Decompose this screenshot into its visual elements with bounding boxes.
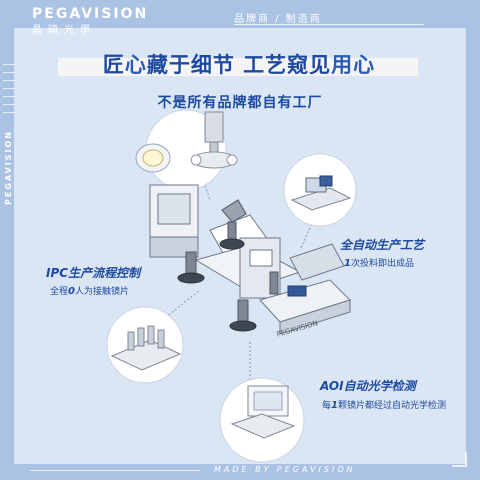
brand-name-en: PEGAVISION (32, 6, 149, 22)
hatch-line (3, 72, 15, 77)
headline-part3: 藏于细节 工艺窥见 (146, 53, 332, 77)
feature-desc-prefix: 全程 (50, 287, 69, 297)
headline: 匠心藏于细节 工艺窥见用心 (58, 49, 420, 81)
subheadline: 不是所有品牌都自有工厂 (157, 95, 323, 111)
brand-logo: PEGAVISION 晶碩光學 (32, 6, 148, 36)
footer-divider (30, 470, 200, 471)
headline-part4: 用心 (331, 53, 376, 77)
hatch-line (3, 96, 15, 101)
footer-text: MADE BY PEGAVISION (214, 465, 356, 474)
feature-title-ipc: IPC生产流程控制 (46, 266, 141, 280)
feature-desc-aoi: 每1颗镜片都经过自动光学检测 (322, 398, 446, 411)
hatch-line (3, 104, 15, 109)
hatch-line (3, 80, 15, 85)
headline-part1: 匠 (102, 53, 125, 77)
hatch-line (3, 64, 15, 69)
feature-desc-text: 次投料即出成品 (350, 259, 414, 269)
corner-mark (452, 452, 467, 467)
headline-highlight (58, 58, 418, 76)
hatch-line (3, 112, 15, 117)
slogan-divider (234, 24, 424, 25)
feature-title-aoi: AOI自动光学检测 (320, 379, 416, 393)
hatch-line (3, 88, 15, 93)
feature-title-automation: 全自动生产工艺 (340, 238, 425, 252)
feature-desc-ipc: 全程0人为接触镜片 (50, 284, 129, 297)
feature-desc-prefix: 每 (322, 401, 332, 411)
headline-part2: 心 (124, 53, 147, 77)
brand-name-cn: 晶碩光學 (32, 25, 96, 36)
feature-desc-automation: 1次投料即出成品 (344, 256, 414, 269)
feature-desc-number: 1 (331, 400, 338, 411)
feature-desc-number: 1 (344, 258, 351, 269)
feature-desc-number: 0 (68, 286, 75, 297)
feature-desc-text: 颗镜片都经过自动光学检测 (337, 401, 446, 411)
slogan: 品牌商 / 制造商 (234, 14, 322, 25)
feature-desc-text: 人为接触镜片 (74, 287, 129, 297)
